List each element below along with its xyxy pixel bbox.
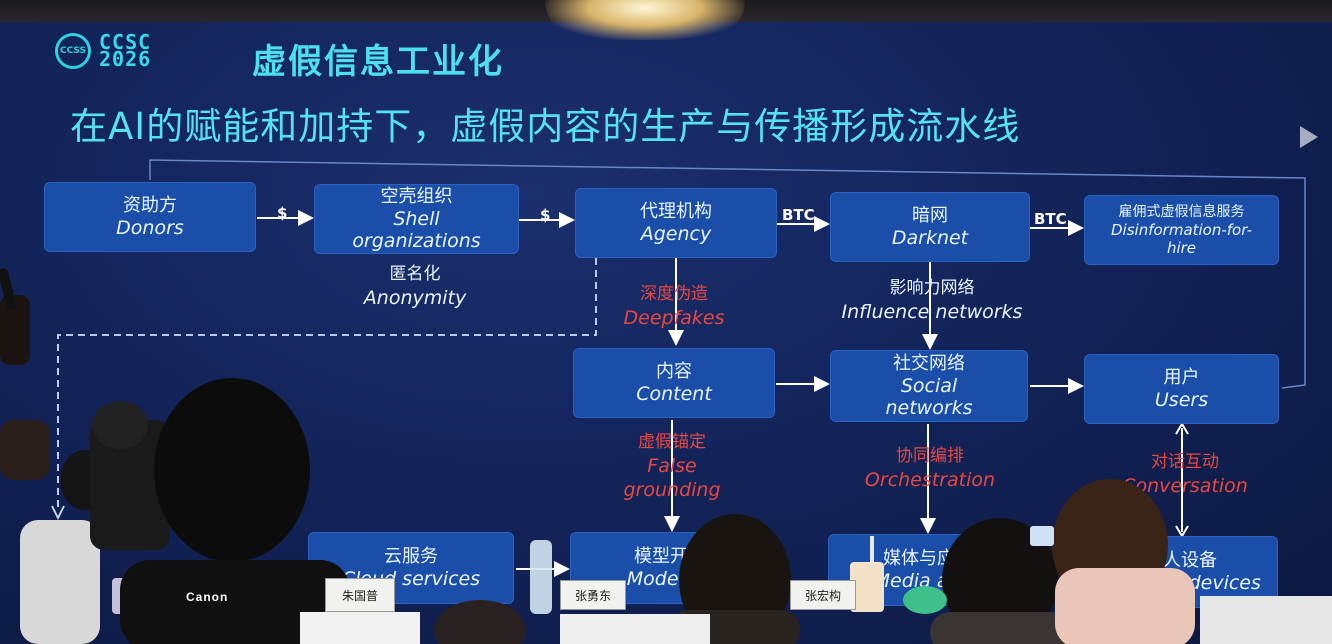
node-social-networks: 社交网络 Social networks — [830, 350, 1028, 422]
node-content-zh: 内容 — [656, 361, 692, 382]
label-orchestration-en: Orchestration — [864, 469, 996, 491]
node-donors-en: Donors — [116, 217, 184, 239]
name-card-1: 朱国普 — [325, 578, 395, 612]
node-social-zh: 社交网络 — [893, 353, 965, 374]
node-media-zh: 媒体与应用 — [883, 548, 973, 569]
edge-dollar-2: $ — [540, 206, 551, 224]
play-icon[interactable] — [1298, 124, 1320, 150]
node-devices-zh: 个人设备 — [1145, 550, 1217, 571]
label-false-grounding-en1: False — [647, 455, 697, 477]
node-media-en: Media apps — [873, 570, 983, 592]
conference-logo: CCSS CCSC 2026 — [55, 30, 152, 71]
label-anonymity-zh: 匿名化 — [389, 264, 441, 284]
node-media-apps: 媒体与应用 Media apps — [828, 534, 1028, 606]
name-card-2: 张勇东 — [560, 580, 626, 610]
label-deepfakes: 深度伪造 Deepfakes — [602, 282, 746, 330]
label-influence-zh: 影响力网络 — [889, 278, 975, 298]
node-shell-zh: 空壳组织 — [380, 186, 453, 207]
slide-title: 虚假信息工业化 — [252, 42, 504, 82]
label-conversation: 对话互动 Conversation — [1110, 450, 1260, 498]
node-disinfo-en2: hire — [1166, 239, 1197, 257]
node-users-en: Users — [1154, 389, 1209, 411]
logo-emblem-icon: CCSS — [55, 33, 91, 69]
node-content-en: Content — [636, 383, 712, 405]
node-social-en1: Social — [900, 375, 958, 397]
label-anonymity: 匿名化 Anonymity — [340, 262, 490, 310]
slide-subtitle: 在AI的赋能和加持下，虚假内容的生产与传播形成流水线 — [70, 105, 1021, 148]
node-modeling-en: Modeling — [626, 568, 714, 590]
label-conversation-zh: 对话互动 — [1151, 452, 1219, 472]
label-deepfakes-zh: 深度伪造 — [640, 284, 708, 304]
label-orchestration-zh: 协同编排 — [896, 446, 964, 466]
label-influence-en: Influence networks — [841, 301, 1023, 323]
feedback-loop-line — [149, 159, 1306, 389]
node-shell-en2: organizations — [352, 230, 481, 252]
node-shell-organizations: 空壳组织 Shell organizations — [314, 184, 519, 254]
node-disinformation-for-hire: 雇佣式虚假信息服务 Disinformation-for- hire — [1084, 195, 1279, 265]
logo-emblem-text: CCSS — [60, 46, 86, 56]
label-conversation-en: Conversation — [1122, 475, 1248, 497]
node-darknet-en: Darknet — [891, 227, 969, 249]
node-disinfo-en1: Disinformation-for- — [1111, 221, 1252, 239]
dashed-loop-line — [57, 258, 597, 512]
node-donors-zh: 资助方 — [123, 195, 177, 216]
label-anonymity-en: Anonymity — [363, 287, 467, 309]
label-false-grounding: 虚假锚定 False grounding — [600, 430, 744, 502]
name-card-3: 张宏构 — [790, 580, 856, 610]
logo-line2: 2026 — [99, 47, 152, 71]
label-false-grounding-en2: grounding — [623, 479, 721, 501]
node-modeling-zh: 模型开发 — [634, 546, 706, 567]
node-personal-devices: 个人设备 Personal devices — [1084, 536, 1278, 608]
node-agency: 代理机构 Agency — [575, 188, 777, 258]
node-users-zh: 用户 — [1163, 367, 1200, 388]
node-cloud-zh: 云服务 — [384, 546, 438, 567]
node-social-en2: networks — [885, 397, 973, 419]
node-agency-en: Agency — [640, 223, 712, 245]
node-disinfo-zh: 雇佣式虚假信息服务 — [1118, 204, 1245, 220]
label-orchestration: 协同编排 Orchestration — [842, 444, 1018, 492]
label-deepfakes-en: Deepfakes — [623, 307, 725, 329]
node-users: 用户 Users — [1084, 354, 1279, 424]
node-devices-en: Personal devices — [1101, 572, 1261, 594]
camera-brand-label: Canon — [186, 590, 229, 604]
edge-dollar-1: $ — [277, 204, 288, 222]
logo-line1: CCSC — [99, 30, 152, 54]
node-shell-en1: Shell — [393, 208, 440, 230]
node-agency-zh: 代理机构 — [640, 201, 712, 222]
label-influence-networks: 影响力网络 Influence networks — [830, 276, 1034, 324]
chandelier — [545, 0, 745, 40]
edge-btc-1: BTC — [782, 206, 815, 224]
label-false-grounding-zh: 虚假锚定 — [638, 432, 706, 452]
node-content: 内容 Content — [573, 348, 775, 418]
node-darknet-zh: 暗网 — [912, 205, 948, 226]
node-darknet: 暗网 Darknet — [830, 192, 1030, 262]
edge-btc-2: BTC — [1034, 210, 1067, 228]
logo-text: CCSC 2026 — [99, 30, 152, 71]
node-donors: 资助方 Donors — [44, 182, 256, 252]
